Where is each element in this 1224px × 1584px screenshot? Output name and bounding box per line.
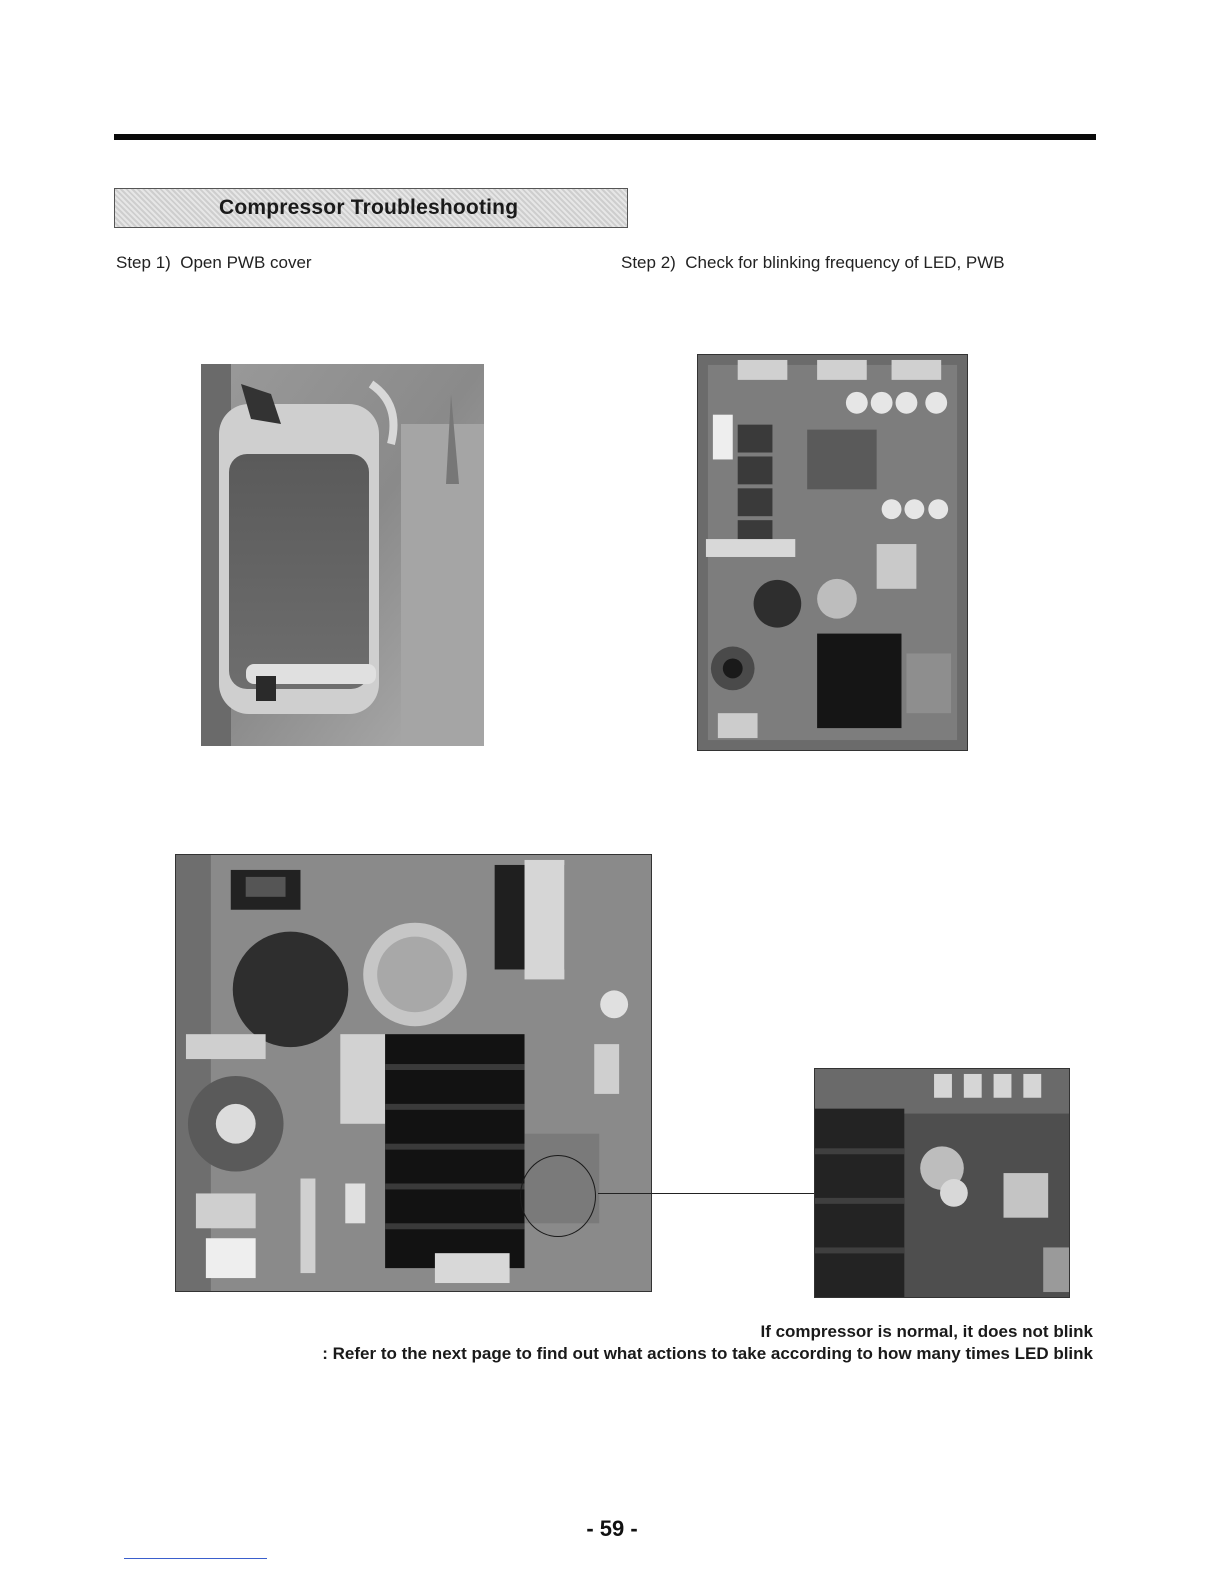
pwb-board-photo	[697, 354, 968, 751]
note-normal-compressor: If compressor is normal, it does not bli…	[760, 1322, 1093, 1342]
note-refer-next-page: : Refer to the next page to find out wha…	[322, 1344, 1093, 1364]
step-2-text: Step 2) Check for blinking frequency of …	[621, 253, 1005, 273]
section-title: Compressor Troubleshooting	[219, 196, 518, 220]
pwb-cover-photo	[201, 364, 484, 746]
step-1-text: Step 1) Open PWB cover	[116, 253, 312, 273]
footer-link-rule	[124, 1558, 267, 1559]
section-title-box: Compressor Troubleshooting	[114, 188, 628, 228]
led-closeup-photo	[814, 1068, 1070, 1298]
led-callout-circle	[520, 1155, 596, 1237]
top-rule	[114, 134, 1096, 140]
led-callout-line	[598, 1193, 814, 1194]
page-number: - 59 -	[0, 1516, 1224, 1542]
